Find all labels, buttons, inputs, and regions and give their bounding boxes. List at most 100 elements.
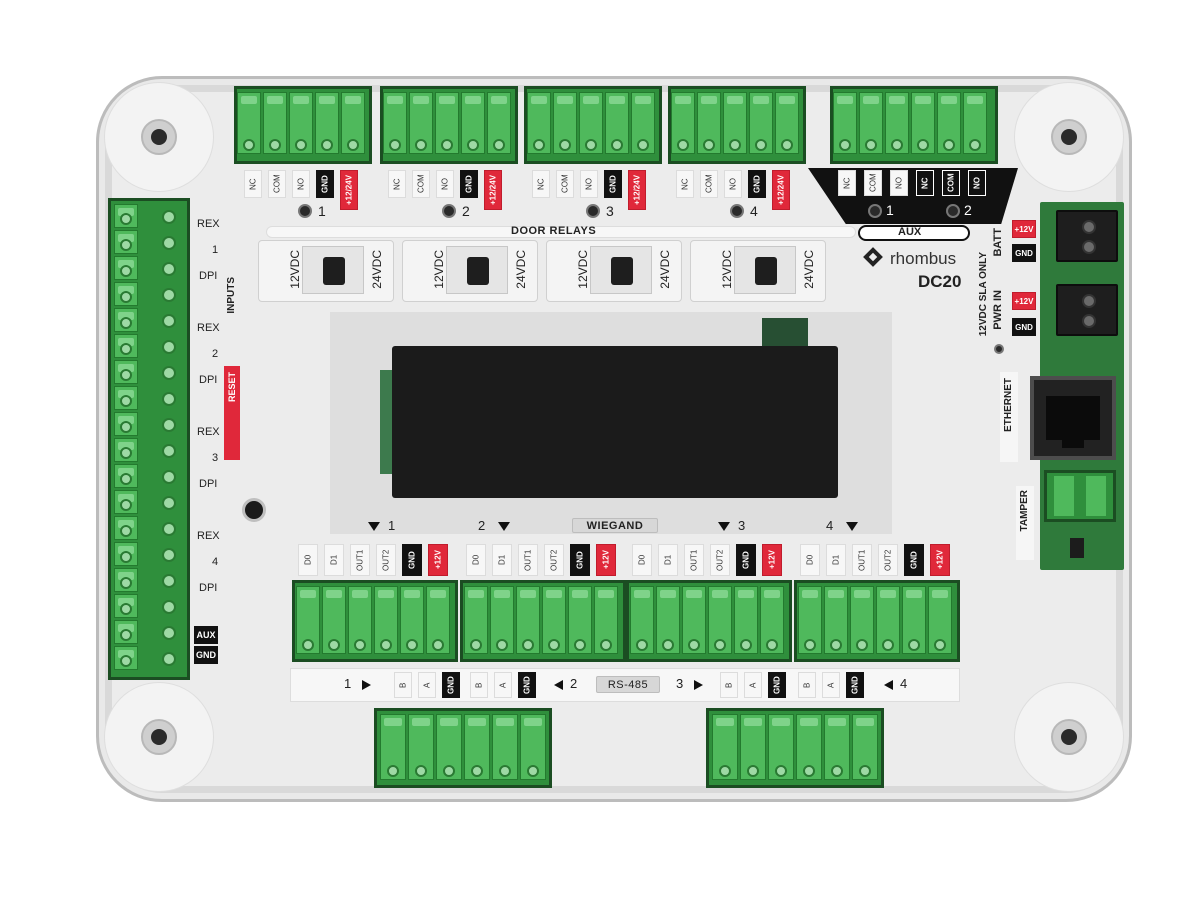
wiegand-3-pin[interactable] [682, 586, 706, 654]
voltage-switch-2[interactable] [446, 246, 508, 294]
wiegand-4-pin[interactable] [902, 586, 926, 654]
input-pin[interactable] [114, 412, 138, 436]
terminal-screw-icon [934, 639, 946, 651]
voltage-switch-1[interactable] [302, 246, 364, 294]
wiegand-1-pin[interactable] [426, 586, 450, 654]
wiegand-2-pin[interactable] [568, 586, 592, 654]
wiegand-4-pin[interactable] [876, 586, 900, 654]
input-pin[interactable] [114, 204, 138, 228]
relay-4-pin[interactable] [723, 92, 747, 154]
input-pin[interactable] [114, 438, 138, 462]
relay-3-pin[interactable] [553, 92, 577, 154]
input-pin[interactable] [114, 230, 138, 254]
terminal-screw-icon [548, 639, 560, 651]
relay-3-pin[interactable] [579, 92, 603, 154]
wiegand-2-pin[interactable] [464, 586, 488, 654]
input-pin[interactable] [114, 308, 138, 332]
aux-relay-pin[interactable] [963, 92, 987, 154]
input-pin[interactable] [114, 620, 138, 644]
terminal-screw-icon [120, 213, 132, 225]
input-pin[interactable] [114, 256, 138, 280]
voltage-switch-4[interactable] [734, 246, 796, 294]
terminal-cap [118, 546, 134, 554]
relay-1-pin[interactable] [237, 92, 261, 154]
relay-2-pin[interactable] [383, 92, 407, 154]
wiegand-3-pin[interactable] [708, 586, 732, 654]
power-in-connector[interactable] [1056, 284, 1118, 336]
input-pin[interactable] [114, 542, 138, 566]
rs485-34-pin[interactable] [796, 714, 822, 780]
input-pin[interactable] [114, 334, 138, 358]
input-pin[interactable] [114, 386, 138, 410]
relay-2-pin[interactable] [487, 92, 511, 154]
input-pin[interactable] [114, 594, 138, 618]
aux-relay-pin[interactable] [885, 92, 909, 154]
relay-1-pin[interactable] [315, 92, 339, 154]
rs485-34-pin[interactable] [824, 714, 850, 780]
wiegand-4-pin[interactable] [928, 586, 952, 654]
rs485-34-pin[interactable] [712, 714, 738, 780]
relay-1-pin[interactable] [341, 92, 365, 154]
wiegand-1-pin[interactable] [296, 586, 320, 654]
wiegand-1-pin[interactable] [374, 586, 398, 654]
relay-2-pin[interactable] [435, 92, 459, 154]
door-relays-title: DOOR RELAYS [511, 225, 597, 237]
power-note: 12VDC SLA ONLY [978, 252, 989, 337]
reset-button[interactable] [242, 498, 266, 522]
relay-1-label-nc: NC [244, 170, 262, 198]
wiegand-1-pin[interactable] [348, 586, 372, 654]
wiegand-3-pin[interactable] [656, 586, 680, 654]
terminal-cap [609, 96, 625, 104]
wiegand-3-pin[interactable] [630, 586, 654, 654]
rs485-12-pin[interactable] [408, 714, 434, 780]
wiegand-2-pin[interactable] [594, 586, 618, 654]
relay-2-pin[interactable] [461, 92, 485, 154]
input-pin[interactable] [114, 490, 138, 514]
wiegand-2-pin[interactable] [516, 586, 540, 654]
tamper-switch[interactable] [1070, 538, 1084, 558]
wiegand-2-pin[interactable] [542, 586, 566, 654]
rs485-12-pin[interactable] [520, 714, 546, 780]
relay-4-pin[interactable] [697, 92, 721, 154]
rs485-12-pin[interactable] [436, 714, 462, 780]
input-pin[interactable] [114, 282, 138, 306]
rs485-12-pin[interactable] [380, 714, 406, 780]
wiegand-4-pin[interactable] [824, 586, 848, 654]
wiegand-4-pin[interactable] [798, 586, 822, 654]
wiegand-3-pin[interactable] [734, 586, 758, 654]
relay-4-pin[interactable] [671, 92, 695, 154]
rs485-12-pin[interactable] [492, 714, 518, 780]
relay-1-pin[interactable] [263, 92, 287, 154]
battery-connector[interactable] [1056, 210, 1118, 262]
wiegand-4-pin[interactable] [850, 586, 874, 654]
voltage-switch-2-high-label: 24VDC [514, 250, 528, 289]
wiegand-3-pin[interactable] [760, 586, 784, 654]
wiegand-1-pin[interactable] [400, 586, 424, 654]
rs485-34-pin[interactable] [740, 714, 766, 780]
relay-3-pin[interactable] [631, 92, 655, 154]
input-pin[interactable] [114, 646, 138, 670]
input-pin[interactable] [114, 516, 138, 540]
relay-3-pin[interactable] [605, 92, 629, 154]
aux-relay-pin[interactable] [937, 92, 961, 154]
input-pin[interactable] [114, 360, 138, 384]
rs485-12-pin[interactable] [464, 714, 490, 780]
aux-relay-pin[interactable] [833, 92, 857, 154]
relay-4-pin[interactable] [775, 92, 799, 154]
voltage-switch-3[interactable] [590, 246, 652, 294]
wiegand-2-label-d1: D1 [492, 544, 512, 576]
terminal-cap [967, 96, 983, 104]
aux-relay-pin[interactable] [911, 92, 935, 154]
rs485-34-pin[interactable] [852, 714, 878, 780]
wiegand-1-pin[interactable] [322, 586, 346, 654]
wiegand-2-pin[interactable] [490, 586, 514, 654]
aux-relay-pin[interactable] [859, 92, 883, 154]
rs485-34-pin[interactable] [768, 714, 794, 780]
relay-3-pin[interactable] [527, 92, 551, 154]
input-pin[interactable] [114, 464, 138, 488]
input-pin[interactable] [114, 568, 138, 592]
relay-1-pin[interactable] [289, 92, 313, 154]
relay-2-pin[interactable] [409, 92, 433, 154]
relay-4-pin[interactable] [749, 92, 773, 154]
